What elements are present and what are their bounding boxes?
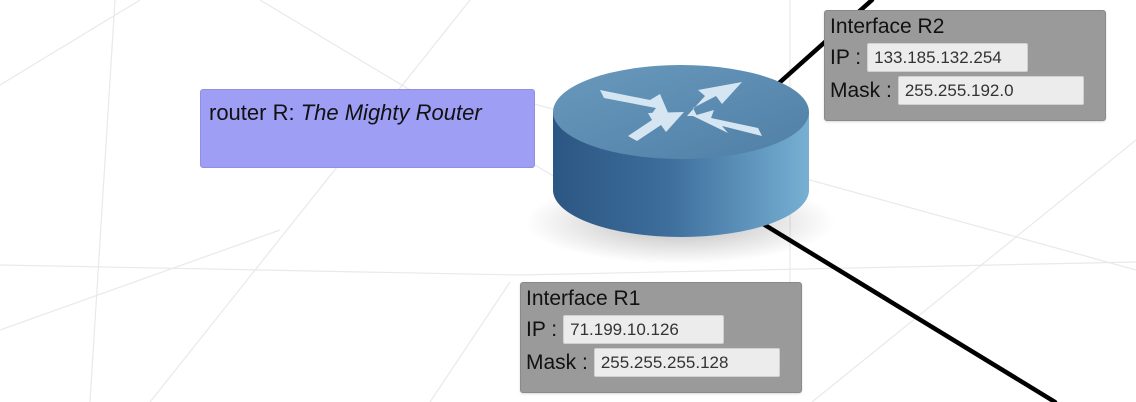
interface-r1-mask-label: Mask : [526, 350, 588, 374]
arrow-in-left [600, 90, 669, 116]
interface-r1-title: Interface R1 [526, 287, 641, 310]
router-name: The Mighty Router [300, 100, 482, 125]
router-icon[interactable] [525, 65, 835, 264]
interface-r2-title: Interface R2 [830, 15, 945, 38]
interface-r2-mask-label: Mask : [830, 78, 892, 102]
interface-r1-mask-row: Mask : 255.255.255.128 [526, 346, 796, 379]
interface-r1-panel: Interface R1 IP : 71.199.10.126 Mask : 2… [520, 282, 802, 393]
arrow-in-right [693, 110, 762, 136]
interface-r2-ip-label: IP : [830, 45, 862, 69]
link-to-r1 [757, 219, 1058, 402]
interface-r1-ip-field[interactable]: 71.199.10.126 [563, 315, 725, 344]
interface-r2-ip-field[interactable]: 133.185.132.254 [867, 43, 1029, 72]
interface-r2-mask-row: Mask : 255.255.192.0 [830, 74, 1100, 107]
interface-r2-ip-row: IP : 133.185.132.254 [830, 41, 1100, 74]
interface-r1-mask-field[interactable]: 255.255.255.128 [593, 348, 780, 377]
interface-r1-ip-row: IP : 71.199.10.126 [526, 313, 796, 346]
interface-r1-ip-label: IP : [526, 317, 558, 341]
interface-r2-mask-field[interactable]: 255.255.192.0 [897, 76, 1084, 105]
router-label-prefix: router R: [209, 100, 301, 125]
interface-r2-panel: Interface R2 IP : 133.185.132.254 Mask :… [824, 10, 1106, 121]
arrow-out-down [628, 112, 684, 141]
router-label: router R: The Mighty Router [200, 89, 535, 168]
arrow-out-up [687, 82, 742, 116]
